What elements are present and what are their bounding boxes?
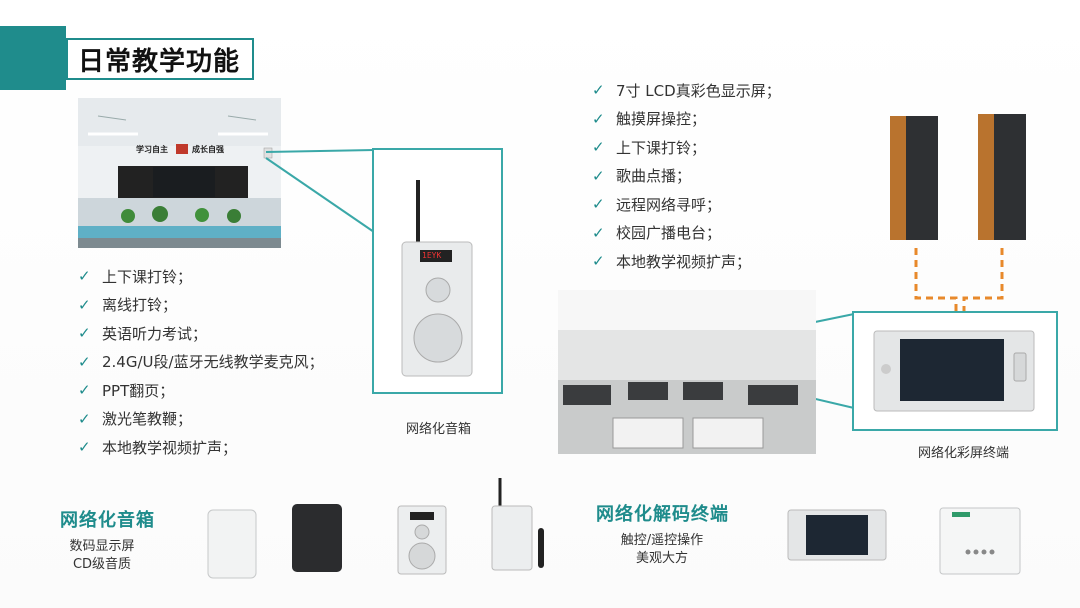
speaker-callout-line-top	[265, 149, 375, 153]
speakers-section-desc: 数码显示屏 CD级音质	[69, 539, 135, 572]
list-item: ✓校园广播电台；	[592, 223, 722, 243]
check-icon: ✓	[78, 352, 91, 371]
check-icon: ✓	[592, 195, 605, 214]
title-accent-bar	[0, 26, 66, 90]
left-feature-list: ✓上下课打铃； ✓离线打铃； ✓英语听力考试； ✓2.4G/U段/蓝牙无线教学麦…	[78, 262, 324, 462]
list-item: ✓触摸屏操控；	[592, 109, 707, 129]
check-icon: ✓	[592, 138, 605, 157]
list-item: ✓英语听力考试；	[78, 324, 208, 343]
classroom-sign-left: 学习自主	[136, 145, 168, 154]
list-item: ✓上下课打铃；	[592, 138, 707, 157]
classroom-sign-emblem	[176, 144, 188, 154]
check-icon: ✓	[78, 381, 91, 400]
classroom-photo-lecture	[558, 290, 816, 454]
list-item: ✓本地教学视频扩声；	[592, 252, 752, 271]
check-icon: ✓	[592, 81, 605, 100]
terminals-section-desc: 触控/遥控操作 美观大方	[620, 533, 704, 566]
title-box: 日常教学功能	[66, 38, 254, 80]
classroom-lecture-illustration	[558, 290, 816, 454]
list-item: ✓激光笔教鞭；	[78, 409, 193, 429]
classroom-photo-front: 学习自主 成长自强	[78, 98, 281, 248]
speakers-section-title: 网络化音箱	[60, 510, 155, 531]
check-icon: ✓	[592, 166, 605, 185]
check-icon: ✓	[78, 295, 91, 314]
classroom-front-illustration	[78, 98, 281, 248]
terminal-callout-box	[852, 311, 1058, 431]
list-item: ✓2.4G/U段/蓝牙无线教学麦克风；	[78, 352, 324, 372]
list-item: ✓本地教学视频扩声；	[78, 438, 238, 457]
list-item: ✓离线打铃；	[78, 295, 178, 315]
check-icon: ✓	[592, 252, 605, 271]
list-item: ✓远程网络寻呼；	[592, 195, 722, 214]
list-item: ✓7寸 LCD真彩色显示屏；	[592, 81, 781, 100]
network-speaker-illustration	[401, 180, 473, 377]
check-icon: ✓	[592, 223, 605, 242]
list-item: ✓歌曲点播；	[592, 166, 692, 186]
speaker-callout-box: 1EYK	[372, 148, 503, 394]
terminal-caption: 网络化彩屏终端	[918, 446, 1010, 461]
terminals-section-title: 网络化解码终端	[596, 504, 729, 525]
check-icon: ✓	[78, 409, 91, 428]
speaker-callout-line-bottom	[265, 157, 375, 233]
right-feature-list: ✓7寸 LCD真彩色显示屏； ✓触摸屏操控； ✓上下课打铃； ✓歌曲点播； ✓远…	[592, 76, 781, 276]
list-item: ✓上下课打铃；	[78, 267, 193, 286]
color-terminal-illustration	[873, 330, 1035, 412]
speaker-caption: 网络化音箱	[406, 422, 472, 437]
classroom-sign-right: 成长自强	[192, 145, 224, 154]
check-icon: ✓	[78, 267, 91, 286]
check-icon: ✓	[78, 324, 91, 343]
page-title: 日常教学功能	[78, 46, 241, 77]
speaker-display-text: 1EYK	[422, 251, 442, 260]
check-icon: ✓	[78, 438, 91, 457]
check-icon: ✓	[592, 109, 605, 128]
list-item: ✓PPT翻页；	[78, 381, 175, 400]
